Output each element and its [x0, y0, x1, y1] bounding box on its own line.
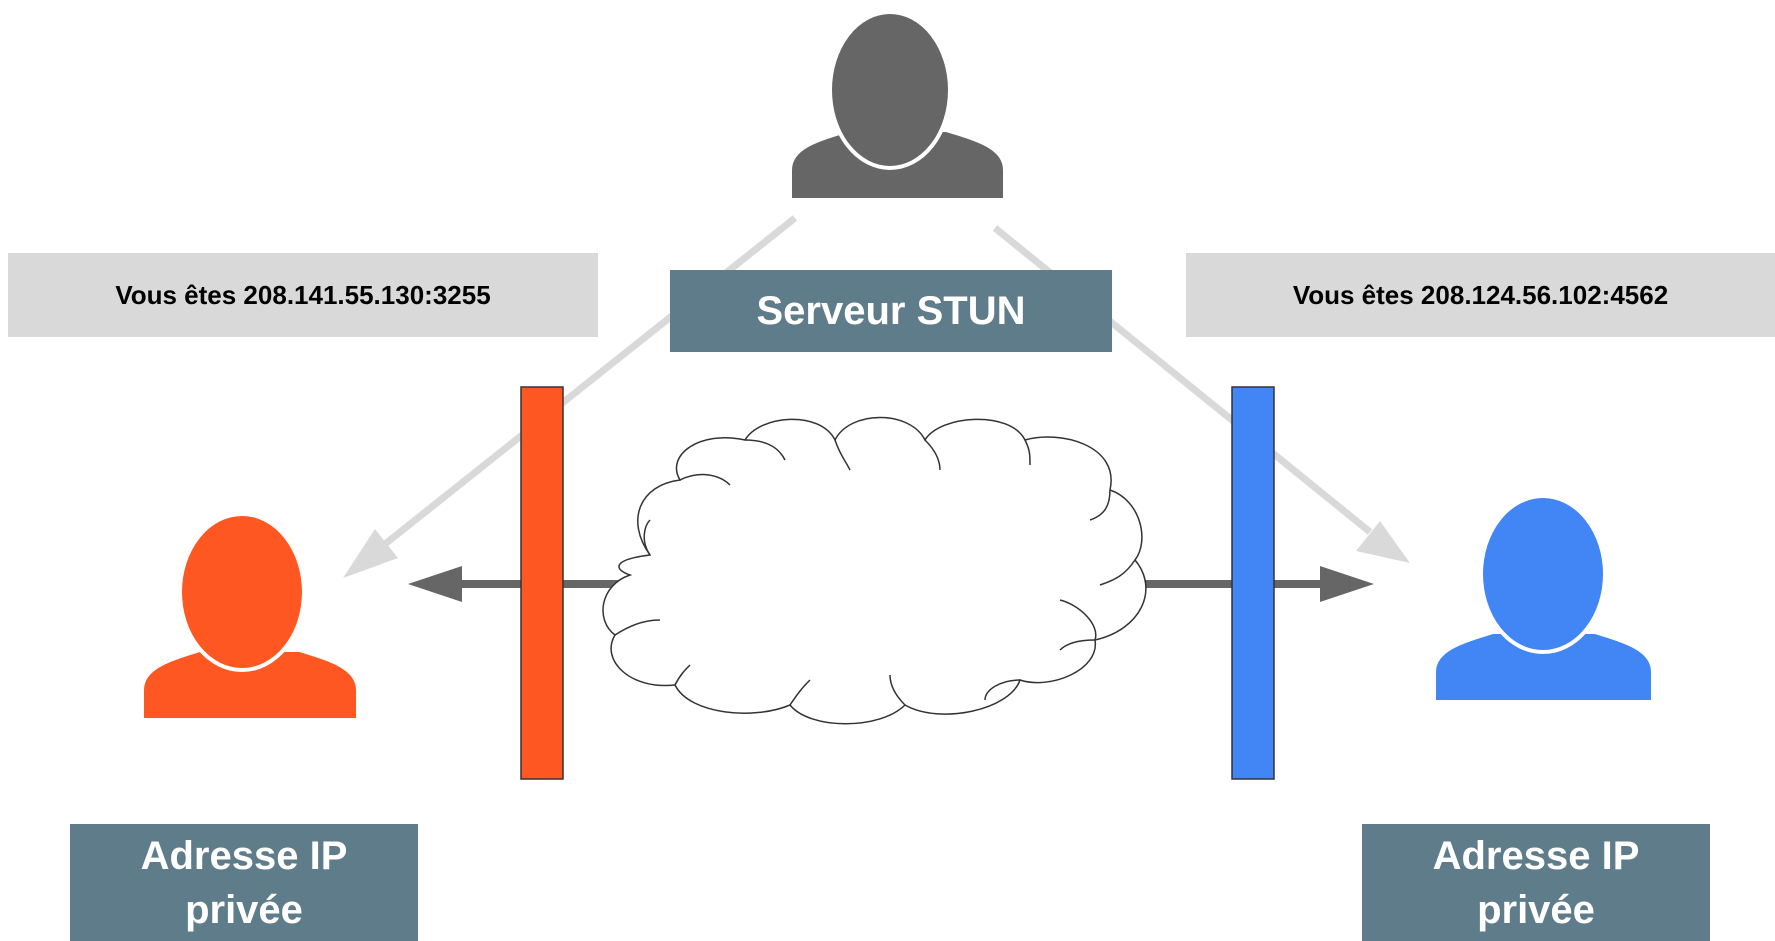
- firewall-right: [1231, 386, 1275, 780]
- peer-left-user-icon: [140, 512, 360, 722]
- connection-arrow-left: [408, 566, 620, 602]
- left-private-ip-label: Adresse IP privée: [70, 824, 418, 941]
- cloud-icon: [602, 416, 1147, 725]
- server-user-icon: [788, 10, 1007, 202]
- connection-arrow-right: [1130, 566, 1374, 602]
- left-public-address-box: Vous êtes 208.141.55.130:3255: [8, 253, 598, 337]
- firewall-left: [520, 386, 564, 780]
- stun-server-label: Serveur STUN: [670, 270, 1112, 352]
- right-public-address-box: Vous êtes 208.124.56.102:4562: [1186, 253, 1775, 337]
- right-private-ip-label: Adresse IP privée: [1362, 824, 1710, 941]
- peer-right-user-icon: [1432, 494, 1655, 704]
